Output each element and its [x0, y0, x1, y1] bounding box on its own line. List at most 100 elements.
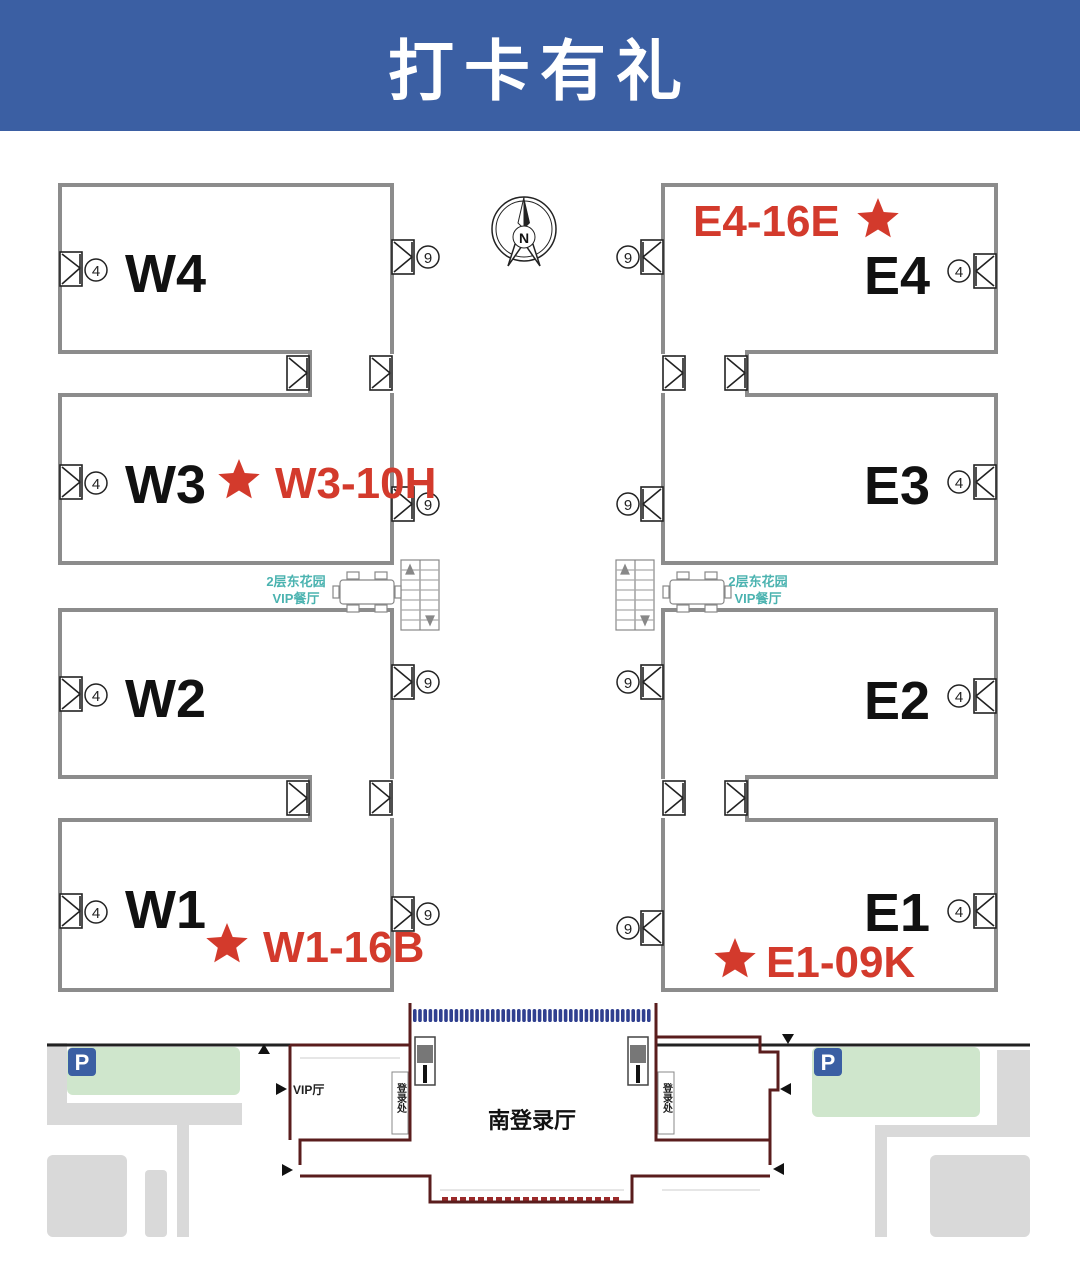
queue-post: [469, 1197, 475, 1202]
registration-desk-right: [657, 1071, 675, 1135]
queue-post: [537, 1009, 542, 1022]
queue-post: [579, 1009, 583, 1022]
hall-w4-outline: [58, 183, 394, 354]
queue-post: [485, 1009, 490, 1022]
gate-number: 4: [955, 475, 963, 492]
star-icon: [714, 938, 756, 978]
parking-areas: P P: [47, 1043, 1030, 1117]
door-icon: [662, 355, 686, 391]
queue-post: [569, 1009, 573, 1022]
entrance-arrow-icon: [782, 1034, 794, 1044]
gate-number: 4: [955, 904, 963, 921]
door-icon: [724, 355, 748, 391]
door-icon: [973, 893, 997, 929]
restaurant-west-line1: 2层东花园: [266, 574, 325, 589]
restaurant-west-line2: VIP餐厅: [273, 591, 320, 606]
queue-post: [559, 1197, 565, 1202]
registration-desk-left: [391, 1071, 409, 1135]
door-icon: [662, 780, 686, 816]
queue-post: [505, 1197, 511, 1202]
restaurant-labels: 2层东花园 VIP餐厅 2层东花园 VIP餐厅: [266, 574, 787, 606]
ticket-kiosk-icon: [414, 1036, 436, 1086]
compass-north-label: N: [519, 230, 529, 246]
restaurant-tables: [332, 571, 732, 613]
gate-number: 4: [92, 688, 100, 705]
queue-post: [631, 1009, 635, 1022]
star-icon: [206, 923, 248, 963]
queue-post: [496, 1197, 502, 1202]
queue-post: [610, 1009, 615, 1022]
door-icon: [973, 464, 997, 500]
queue-post: [532, 1009, 537, 1022]
queue-post: [595, 1197, 601, 1202]
queue-post: [563, 1009, 568, 1022]
queue-post: [480, 1009, 485, 1022]
queue-post: [517, 1009, 521, 1022]
door-icon: [391, 896, 415, 932]
dining-table-icon: [332, 571, 402, 613]
door-icon: [369, 355, 393, 391]
vip-hall-label: VIP厅: [293, 1083, 324, 1097]
queue-post: [506, 1009, 511, 1022]
star-icon: [857, 198, 899, 238]
queue-post: [550, 1197, 556, 1202]
queue-post: [428, 1009, 433, 1022]
queue-post: [615, 1009, 620, 1022]
entrance-arrows: [258, 1034, 794, 1176]
queue-post: [589, 1009, 594, 1022]
queue-post: [459, 1009, 464, 1022]
queue-post: [568, 1197, 574, 1202]
queue-post: [475, 1009, 479, 1022]
entrance-arrow-icon: [780, 1083, 791, 1095]
gate-number: 9: [624, 675, 632, 692]
gate-number: 4: [955, 689, 963, 706]
restaurant-east-line1: 2层东花园: [728, 574, 787, 589]
hall-w2-outline: [58, 608, 394, 779]
door-icon: [286, 355, 310, 391]
door-symbols: [59, 239, 997, 946]
hall-e3-outline: [661, 393, 998, 565]
queue-post: [543, 1009, 547, 1022]
gate-number: 9: [424, 675, 432, 692]
queue-post: [541, 1197, 547, 1202]
gate-number: 9: [624, 921, 632, 938]
entrance-arrow-icon: [276, 1083, 287, 1095]
hall-label-e4: E4: [864, 246, 930, 306]
queue-post: [451, 1197, 457, 1202]
south-registration-hall: 登录处 登录处 VIP厅 南登录厅: [258, 1003, 794, 1204]
queue-post: [465, 1009, 469, 1022]
door-icon: [391, 664, 415, 700]
door-icon: [59, 464, 83, 500]
queue-post: [636, 1009, 641, 1022]
queue-post: [586, 1197, 592, 1202]
hall-label-w4: W4: [125, 244, 206, 304]
queue-post: [641, 1009, 646, 1022]
queue-post: [604, 1197, 610, 1202]
ticket-kiosk-icon: [627, 1036, 649, 1086]
queue-post: [470, 1009, 474, 1022]
queue-post: [621, 1009, 625, 1022]
door-icon: [640, 486, 664, 522]
queue-post: [514, 1197, 520, 1202]
hall-label-e3: E3: [864, 456, 930, 516]
queue-post: [511, 1009, 516, 1022]
hall-labels: W4 W3 W2 W1 E4 E3 E2 E1: [125, 244, 930, 943]
queue-post: [423, 1009, 427, 1022]
registration-label-left: 登录处: [395, 1082, 408, 1114]
queue-post: [442, 1197, 448, 1202]
south-lobby-label: 南登录厅: [488, 1108, 576, 1133]
queue-post: [613, 1197, 619, 1202]
door-icon: [59, 893, 83, 929]
checkin-label-w1: W1-16B: [263, 923, 424, 972]
parking-label-left: P: [75, 1050, 90, 1075]
entrance-arrow-icon: [258, 1044, 270, 1054]
parking-lot-right: [812, 1047, 980, 1117]
queue-post: [523, 1197, 529, 1202]
parking-label-right: P: [821, 1050, 836, 1075]
queue-post: [577, 1197, 583, 1202]
queue-post: [532, 1197, 538, 1202]
queue-post: [522, 1009, 526, 1022]
door-icon: [59, 251, 83, 287]
queue-post: [460, 1197, 466, 1202]
queue-post: [496, 1009, 500, 1022]
